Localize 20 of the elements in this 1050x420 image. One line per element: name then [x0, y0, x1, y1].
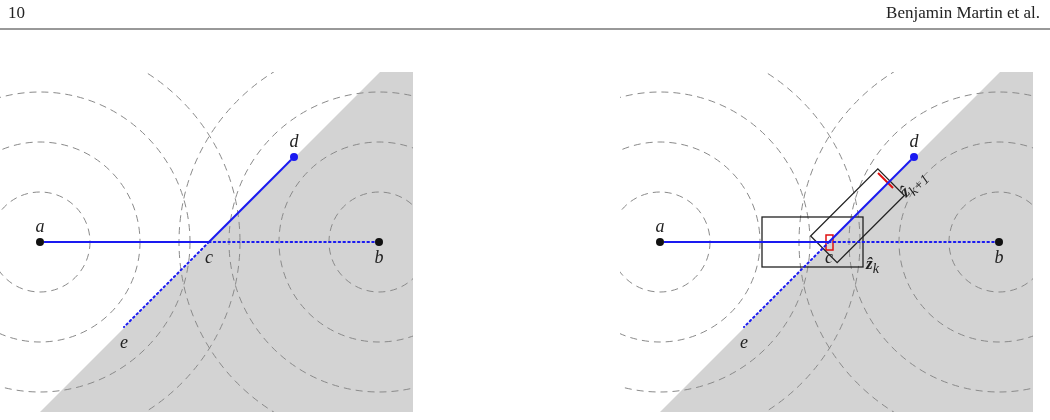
box-label: ẑ$_{k}$: [866, 254, 879, 279]
dotted-segment: [828, 241, 996, 243]
page-number: 10: [8, 3, 25, 23]
point-label: a: [34, 216, 46, 236]
dotted-segment: [743, 241, 830, 328]
point-label: a: [654, 216, 666, 236]
point-label: d: [288, 131, 300, 151]
line-segment: [208, 158, 293, 243]
point-label: e: [739, 332, 749, 352]
point-label: b: [373, 247, 385, 267]
point-label: b: [993, 247, 1005, 267]
line-segment: [828, 158, 913, 243]
point-label: c: [204, 247, 214, 267]
line-segment: [663, 241, 830, 243]
point-label: e: [119, 332, 129, 352]
point-label: d: [908, 131, 920, 151]
line-segment: [43, 241, 210, 243]
running-header: Benjamin Martin et al.: [886, 3, 1040, 23]
dotted-segment: [208, 241, 376, 243]
dotted-segment: [123, 241, 210, 328]
